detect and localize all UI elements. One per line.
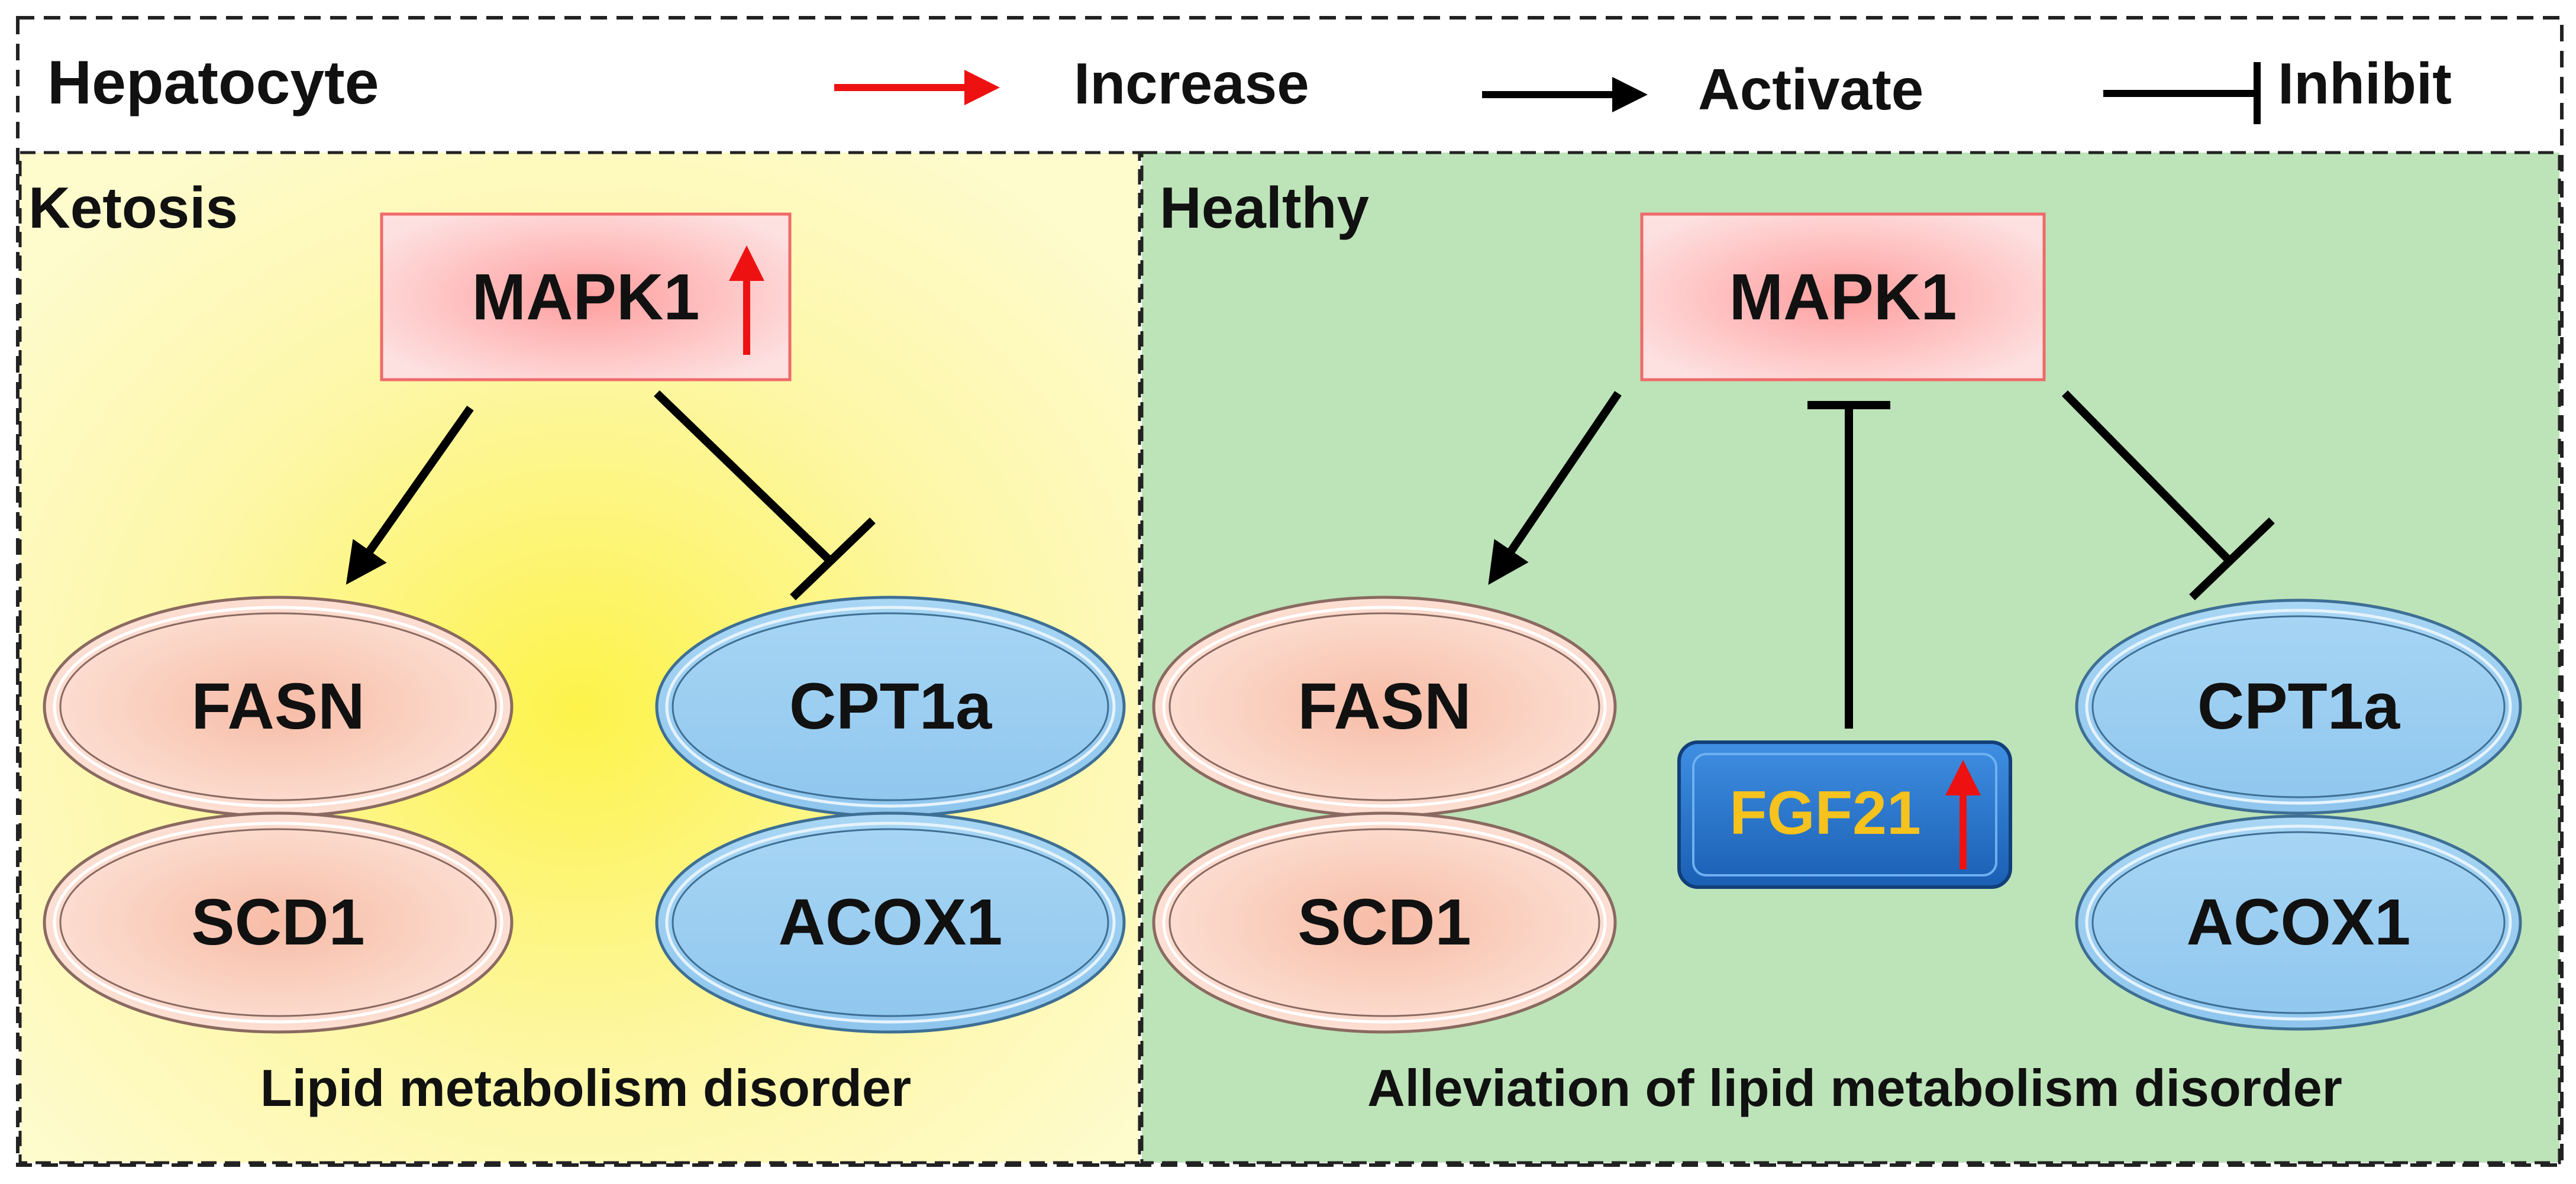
outer-frame [16, 16, 2564, 1167]
ketosis-panel: Ketosis MAPK1 FASN SCD1 [18, 151, 1141, 1164]
fgf21-label: FGF21 [1729, 779, 1921, 847]
healthy-cpt1a-ellipse [2075, 599, 2522, 815]
healthy-activate-arrow [1488, 391, 1622, 585]
healthy-fasn-label: FASN [1297, 670, 1471, 743]
healthy-inhibit-line [2062, 390, 2275, 601]
healthy-title: Healthy [1160, 175, 1369, 240]
ketosis-fasn-ellipse [43, 596, 514, 818]
ketosis-activate-arrow [346, 405, 474, 585]
healthy-acox1-ellipse [2075, 814, 2522, 1031]
fgf21-box [1677, 740, 2012, 889]
healthy-mapk1-box [1640, 212, 2046, 381]
ketosis-mapk1-box [380, 212, 792, 381]
ketosis-scd1-label: SCD1 [191, 886, 364, 959]
ketosis-cpt1a-label: CPT1a [789, 670, 992, 743]
healthy-scd1-label: SCD1 [1297, 886, 1471, 959]
legend-activate-label: Activate [1698, 57, 1923, 122]
healthy-cpt1a-label: CPT1a [2197, 670, 2400, 743]
healthy-mapk1-label: MAPK1 [1729, 261, 1957, 334]
healthy-acox1-label: ACOX1 [2187, 886, 2411, 959]
ketosis-acox1-label: ACOX1 [779, 886, 1003, 959]
healthy-footer: Alleviation of lipid metabolism disorder [1367, 1059, 2342, 1117]
healthy-panel: Healthy MAPK1 FASN SCD1 [1140, 151, 2561, 1164]
hepatocyte-title: Hepatocyte [47, 48, 379, 117]
ketosis-mapk1-label: MAPK1 [472, 261, 699, 334]
ketosis-fasn-label: FASN [191, 670, 364, 743]
ketosis-acox1-ellipse [655, 811, 1126, 1034]
ketosis-cpt1a-ellipse [655, 596, 1126, 818]
ketosis-inhibit-line [654, 390, 876, 601]
ketosis-footer: Lipid metabolism disorder [260, 1059, 911, 1117]
ketosis-title: Ketosis [28, 175, 238, 240]
legend-increase-label: Increase [1074, 51, 1309, 116]
ketosis-scd1-ellipse [43, 811, 514, 1034]
fgf21-inhibit-line [1807, 401, 1890, 729]
healthy-scd1-ellipse [1152, 811, 1617, 1034]
legend-inhibit-symbol [2103, 62, 2261, 124]
legend-inhibit-label: Inhibit [2278, 51, 2452, 116]
